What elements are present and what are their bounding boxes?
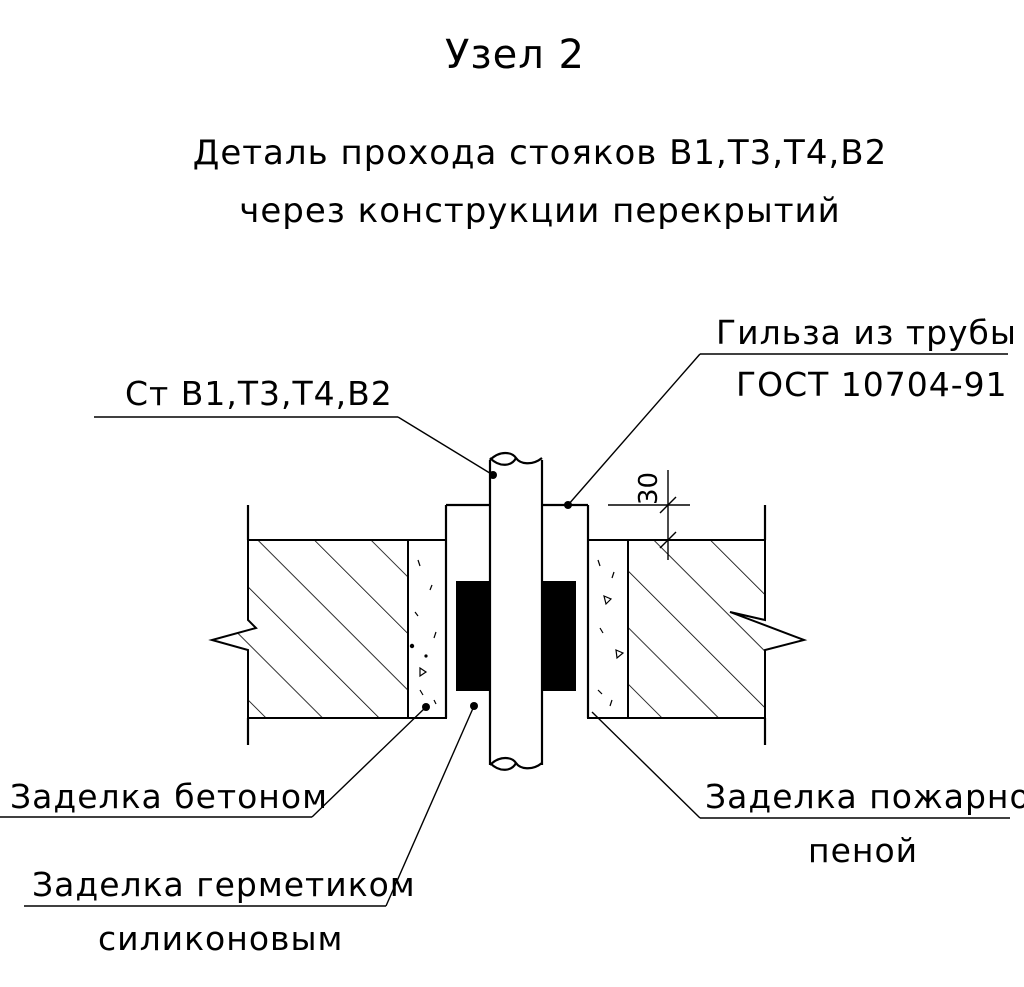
fire-foam-right (542, 581, 576, 691)
riser-pipe (488, 451, 544, 771)
fire-foam-left (456, 581, 490, 691)
fire-foam-label-line2: пеной (808, 831, 918, 870)
callout-sleeve: Гильза из трубы ГОСТ 10704-91 (564, 313, 1017, 509)
concrete-fill-left (407, 539, 447, 719)
slab-left (208, 539, 409, 719)
dimension-30: 30 (608, 470, 690, 560)
detail-subtitle-line1: Деталь прохода стояков В1,Т3,Т4,В2 (193, 133, 887, 173)
floor-slab (208, 505, 808, 745)
sleeve-label-line1: Гильза из трубы (716, 313, 1017, 352)
fire-foam-label-line1: Заделка пожарной (705, 777, 1024, 816)
dimension-value: 30 (634, 472, 664, 505)
concrete-fill-right (587, 539, 629, 719)
sealant-label-line2: силиконовым (98, 919, 343, 958)
callout-riser: Ст В1,Т3,Т4,В2 (94, 374, 497, 479)
sleeve-label-line2: ГОСТ 10704-91 (736, 365, 1008, 404)
callout-sealant: Заделка герметиком силиконовым (24, 702, 478, 958)
detail-subtitle-line2: через конструкции перекрытий (239, 191, 840, 231)
concrete-label: Заделка бетоном (10, 777, 328, 816)
sealant-label-line1: Заделка герметиком (32, 865, 416, 904)
concrete-fill (407, 539, 629, 719)
callout-fire-foam: Заделка пожарной пеной (591, 711, 1024, 870)
detail-title: Узел 2 (445, 32, 585, 78)
slab-right (627, 539, 808, 719)
callout-concrete: Заделка бетоном (0, 703, 430, 818)
riser-label: Ст В1,Т3,Т4,В2 (125, 374, 393, 413)
